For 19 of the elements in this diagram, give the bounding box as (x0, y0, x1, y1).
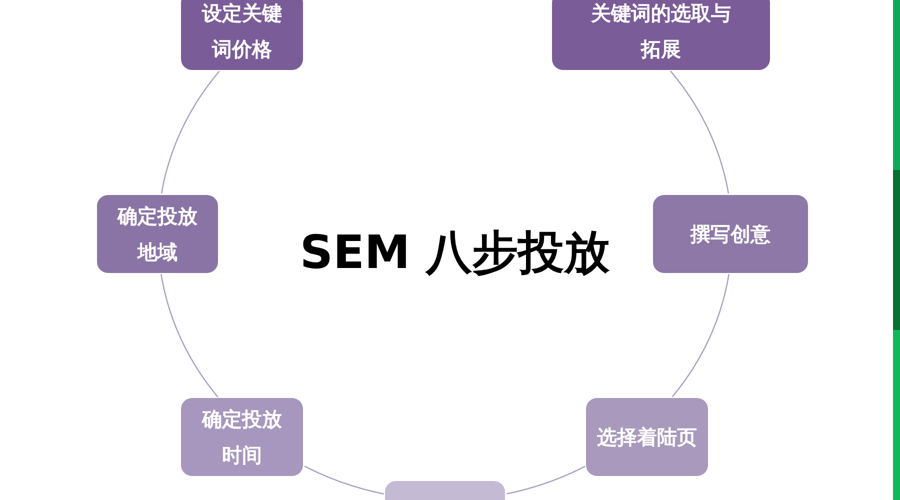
cycle-arc (304, 466, 384, 494)
step-label: 撰写创意 (690, 221, 770, 248)
cycle-arc (670, 70, 730, 194)
diagram-title: SEM 八步投放 (298, 224, 612, 281)
cycle-arc (672, 274, 730, 398)
step-label: 设定关键词价格 (200, 0, 283, 63)
step-box (181, 0, 303, 70)
step-box (97, 195, 218, 273)
cycle-arc (161, 70, 220, 194)
step-label: 确定投放地域 (116, 203, 198, 266)
step-box (181, 398, 303, 476)
step-label: 关键词的选取与拓展 (590, 0, 732, 63)
step-box (586, 398, 708, 476)
cycle-arc (506, 466, 586, 494)
step-box (552, 0, 770, 70)
step-label: 选择着陆页 (597, 424, 697, 451)
step-box (653, 195, 808, 273)
cycle-arc (160, 274, 218, 398)
step-label: 确定投放时间 (200, 406, 283, 469)
